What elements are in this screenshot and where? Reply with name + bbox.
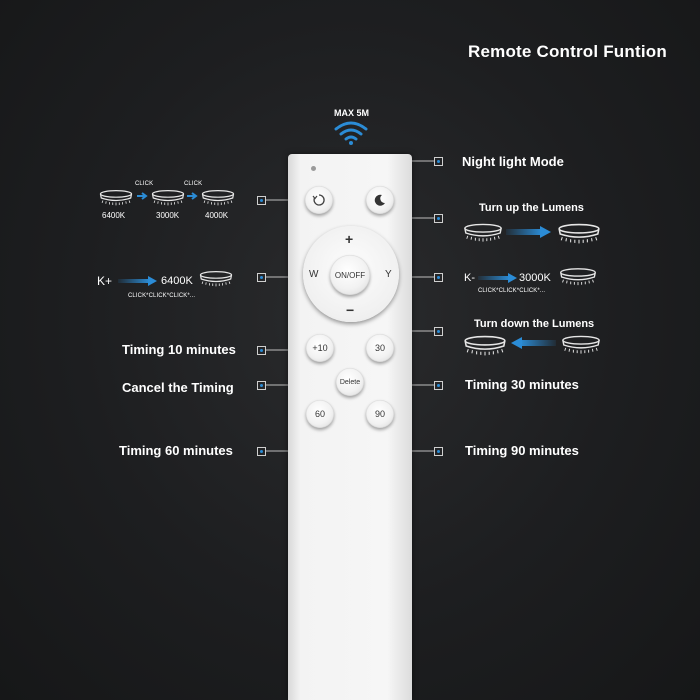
- callout-marker: [434, 327, 443, 336]
- lamp-icon: [562, 335, 600, 355]
- range-label: MAX 5M: [334, 108, 370, 118]
- indicator-led: [311, 166, 316, 171]
- timer-60-button[interactable]: 60: [306, 400, 334, 428]
- arrow-right-icon: [187, 192, 198, 200]
- timer-90-button[interactable]: 90: [366, 400, 394, 428]
- arrow-left-icon: [511, 337, 556, 349]
- brightness-up-button[interactable]: +: [345, 231, 354, 247]
- timer-plus10-button[interactable]: +10: [306, 334, 334, 362]
- turn-down-label: Turn down the Lumens: [474, 318, 595, 330]
- click-text: CLICK: [135, 181, 154, 187]
- callout-marker: [434, 447, 443, 456]
- lamp-icon: [199, 270, 233, 288]
- lamp-icon: [99, 189, 133, 207]
- on-off-button[interactable]: ON/OFF: [330, 255, 370, 295]
- night-light-button[interactable]: [366, 186, 394, 214]
- cct-cycle-button[interactable]: [305, 186, 333, 214]
- callout-marker: [257, 273, 266, 282]
- k-minus-value: 3000K: [519, 272, 551, 284]
- temp-label: 4000K: [205, 211, 229, 220]
- callout-marker: [434, 381, 443, 390]
- cancel-timing-label: Cancel the Timing: [122, 380, 234, 395]
- timing-90-label: Timing 90 minutes: [465, 443, 579, 458]
- callout-marker: [257, 381, 266, 390]
- timing-30-label: Timing 30 minutes: [465, 377, 579, 392]
- timer-30-button[interactable]: 30: [366, 334, 394, 362]
- k-plus-value: 6400K: [161, 275, 193, 287]
- temp-label: 3000K: [156, 211, 180, 220]
- cool-white-y-button[interactable]: Y: [385, 269, 392, 280]
- wireless-signal-icon: [334, 121, 368, 145]
- arrow-right-icon: [137, 192, 148, 200]
- lamp-icon: [464, 335, 506, 357]
- turn-up-label: Turn up the Lumens: [479, 202, 584, 214]
- callout-marker: [257, 346, 266, 355]
- k-minus-clicks: CLICK*CLICK*CLICK*...: [478, 288, 546, 294]
- callout-marker: [434, 273, 443, 282]
- arrow-right-icon: [118, 276, 157, 286]
- arrow-right-icon: [506, 226, 551, 238]
- callout-marker: [434, 157, 443, 166]
- moon-icon: [374, 194, 385, 206]
- callout-marker: [257, 196, 266, 205]
- k-plus-label: K+: [97, 274, 113, 288]
- lamp-icon: [151, 189, 185, 207]
- cycle-icon: [312, 194, 325, 206]
- lamp-icon: [559, 268, 597, 286]
- callout-marker: [257, 447, 266, 456]
- click-text: CLICK: [184, 181, 203, 187]
- lamp-icon: [558, 223, 600, 245]
- k-plus-clicks: CLICK*CLICK*CLICK*...: [128, 293, 196, 299]
- timing-60-label: Timing 60 minutes: [119, 443, 233, 458]
- warm-white-w-button[interactable]: W: [309, 269, 319, 280]
- night-light-label: Night light Mode: [462, 154, 564, 169]
- page-title: Remote Control Funtion: [468, 42, 667, 61]
- timing-10-label: Timing 10 minutes: [122, 342, 236, 357]
- arrow-right-icon: [478, 273, 517, 283]
- lamp-icon: [201, 189, 235, 207]
- k-minus-label: K-: [464, 272, 475, 284]
- temp-label: 6400K: [102, 211, 126, 220]
- lamp-icon: [464, 223, 502, 243]
- delete-timer-button[interactable]: Delete: [336, 368, 364, 396]
- brightness-down-button[interactable]: −: [346, 302, 355, 318]
- callout-marker: [434, 214, 443, 223]
